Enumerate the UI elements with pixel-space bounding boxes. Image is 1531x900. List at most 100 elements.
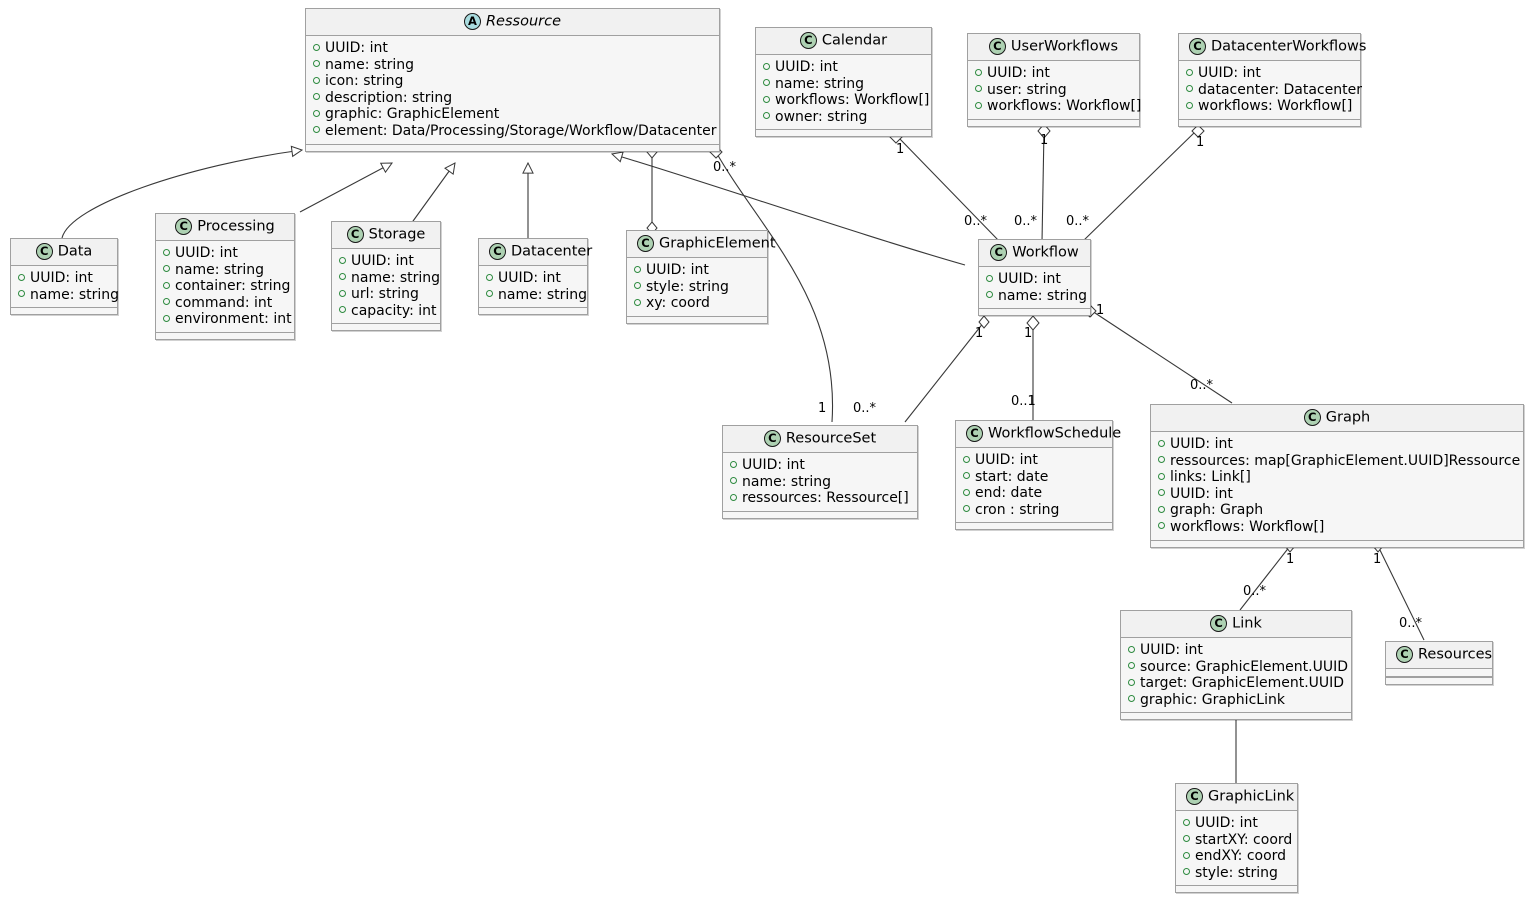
public-visibility-icon bbox=[986, 274, 993, 282]
class-footer bbox=[479, 307, 587, 315]
attribute-row: UUID: int bbox=[486, 270, 579, 287]
attribute-row: workflows: Workflow[] bbox=[1158, 519, 1515, 536]
class-footer bbox=[1386, 677, 1492, 684]
public-visibility-icon bbox=[634, 265, 641, 273]
attribute-row: UUID: int bbox=[1158, 486, 1515, 503]
class-attributes-processing: UUID: int name: string container: string… bbox=[156, 241, 294, 332]
class-badge-icon: C bbox=[489, 243, 506, 260]
public-visibility-icon bbox=[339, 273, 346, 281]
attribute-row: UUID: int bbox=[339, 253, 432, 270]
class-badge-icon: C bbox=[637, 235, 654, 252]
public-visibility-icon bbox=[163, 248, 170, 256]
attribute-row: UUID: int bbox=[313, 40, 711, 57]
attribute-row: start: date bbox=[963, 469, 1104, 486]
attribute-row: graphic: GraphicElement bbox=[313, 106, 711, 123]
class-footer bbox=[627, 315, 767, 323]
gen-storage-ressource bbox=[407, 163, 455, 229]
public-visibility-icon bbox=[313, 43, 320, 51]
public-visibility-icon bbox=[313, 76, 320, 84]
attribute-row: style: string bbox=[634, 279, 759, 296]
class-attributes-link: UUID: int source: GraphicElement.UUID ta… bbox=[1121, 638, 1351, 713]
attribute-row: name: string bbox=[163, 262, 286, 279]
attribute-row: UUID: int bbox=[18, 270, 109, 287]
public-visibility-icon bbox=[975, 68, 982, 76]
class-attributes-userworkflows: UUID: int user: string workflows: Workfl… bbox=[968, 61, 1141, 119]
attribute-row: end: date bbox=[963, 485, 1104, 502]
attribute-row: ressources: Ressource[] bbox=[730, 490, 909, 507]
public-visibility-icon bbox=[1183, 851, 1190, 859]
public-visibility-icon bbox=[975, 101, 982, 109]
public-visibility-icon bbox=[763, 79, 770, 87]
public-visibility-icon bbox=[1128, 645, 1135, 653]
class-footer bbox=[1121, 712, 1351, 720]
public-visibility-icon bbox=[975, 85, 982, 93]
multiplicity-resourceset-right: 0..* bbox=[853, 401, 877, 416]
class-footer bbox=[1179, 118, 1360, 126]
multiplicity-calendar: 1 bbox=[896, 142, 905, 157]
public-visibility-icon bbox=[963, 472, 970, 480]
multiplicity-workflow-resourceset: 1 bbox=[975, 326, 984, 341]
public-visibility-icon bbox=[963, 455, 970, 463]
attribute-row: name: string bbox=[339, 270, 440, 287]
public-visibility-icon bbox=[1158, 505, 1165, 513]
class-footer bbox=[1176, 885, 1297, 893]
attribute-row: UUID: int bbox=[986, 271, 1082, 288]
attribute-row: ressources: map[GraphicElement.UUID]Ress… bbox=[1158, 453, 1520, 470]
public-visibility-icon bbox=[163, 298, 170, 306]
multiplicity-schedule: 0..1 bbox=[1011, 394, 1036, 409]
class-footer bbox=[11, 307, 117, 315]
attribute-row: user: string bbox=[975, 82, 1131, 99]
multiplicity-resources: 0..* bbox=[1399, 616, 1423, 631]
class-attributes-resourceset: UUID: int name: string ressources: Resso… bbox=[723, 453, 917, 511]
multiplicity-workflow-datacenter: 0..* bbox=[1066, 214, 1090, 229]
class-footer bbox=[723, 510, 917, 518]
class-footer bbox=[306, 143, 719, 151]
public-visibility-icon bbox=[163, 314, 170, 322]
multiplicity-link: 0..* bbox=[1243, 584, 1267, 599]
public-visibility-icon bbox=[1128, 678, 1135, 686]
attribute-row: environment: int bbox=[163, 311, 292, 328]
class-attributes-ressource: UUID: int name: string icon: string desc… bbox=[306, 36, 719, 144]
class-attributes-resources-empty bbox=[1386, 669, 1492, 677]
public-visibility-icon bbox=[763, 95, 770, 103]
class-badge-icon: C bbox=[175, 218, 193, 235]
attribute-row: description: string bbox=[313, 90, 711, 107]
attribute-row: url: string bbox=[339, 286, 432, 303]
gen-workflow-ressource bbox=[612, 154, 966, 266]
gen-data-ressource bbox=[61, 150, 302, 239]
class-attributes-workflowschedule: UUID: int start: date end: date cron : s… bbox=[956, 448, 1112, 523]
class-footer bbox=[756, 129, 931, 137]
multiplicity-userworkflows: 1 bbox=[1040, 133, 1049, 148]
public-visibility-icon bbox=[313, 126, 320, 134]
attribute-row: command: int bbox=[163, 295, 286, 312]
attribute-row: UUID: int bbox=[963, 452, 1104, 469]
class-attributes-graphicelement: UUID: int style: string xy: coord bbox=[627, 258, 767, 316]
multiplicity-workflow-calendar: 0..* bbox=[964, 214, 988, 229]
attribute-row: UUID: int bbox=[1128, 642, 1343, 659]
